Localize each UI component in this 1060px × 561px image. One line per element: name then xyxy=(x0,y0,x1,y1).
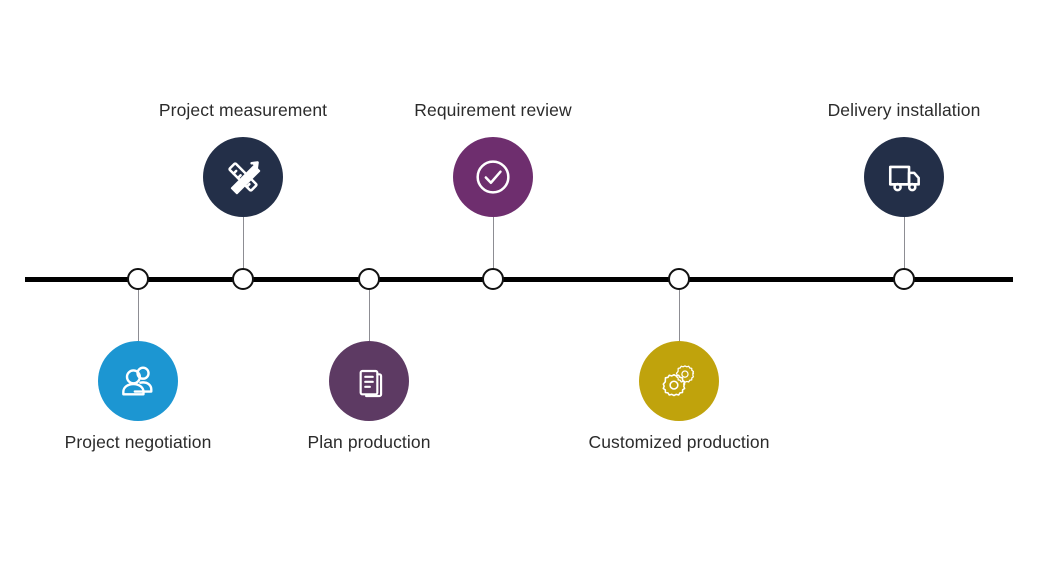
pencil-ruler-icon xyxy=(220,154,266,200)
step-icon-bubble-gears[interactable] xyxy=(639,341,719,421)
check-circle-icon xyxy=(470,154,516,200)
step-icon-bubble-pencil-ruler[interactable] xyxy=(203,137,283,217)
step-label: Project measurement xyxy=(158,100,328,120)
step-label: Delivery installation xyxy=(827,100,981,120)
delivery-truck-icon xyxy=(882,155,926,199)
step-icon-bubble-check-circle[interactable] xyxy=(453,137,533,217)
step-icon-bubble-people-group[interactable] xyxy=(98,341,178,421)
step-connector-line xyxy=(368,286,370,343)
step-label: Customized production xyxy=(588,432,770,452)
documents-icon xyxy=(349,361,389,401)
timeline-node-marker[interactable] xyxy=(668,268,690,290)
people-group-icon xyxy=(116,359,160,403)
step-connector-line xyxy=(678,286,680,343)
step-icon-bubble-delivery-truck[interactable] xyxy=(864,137,944,217)
gears-icon xyxy=(657,359,701,403)
step-connector-line xyxy=(492,215,494,272)
step-connector-line xyxy=(903,215,905,272)
step-connector-line xyxy=(137,286,139,343)
timeline-node-marker[interactable] xyxy=(358,268,380,290)
timeline-node-marker[interactable] xyxy=(893,268,915,290)
step-connector-line xyxy=(242,215,244,272)
timeline-axis xyxy=(25,276,1013,282)
step-label: Plan production xyxy=(307,432,431,452)
timeline-node-marker[interactable] xyxy=(232,268,254,290)
timeline-node-marker[interactable] xyxy=(482,268,504,290)
step-label: Requirement review xyxy=(414,100,572,120)
step-icon-bubble-documents[interactable] xyxy=(329,341,409,421)
step-label: Project negotiation xyxy=(64,432,212,452)
timeline-node-marker[interactable] xyxy=(127,268,149,290)
